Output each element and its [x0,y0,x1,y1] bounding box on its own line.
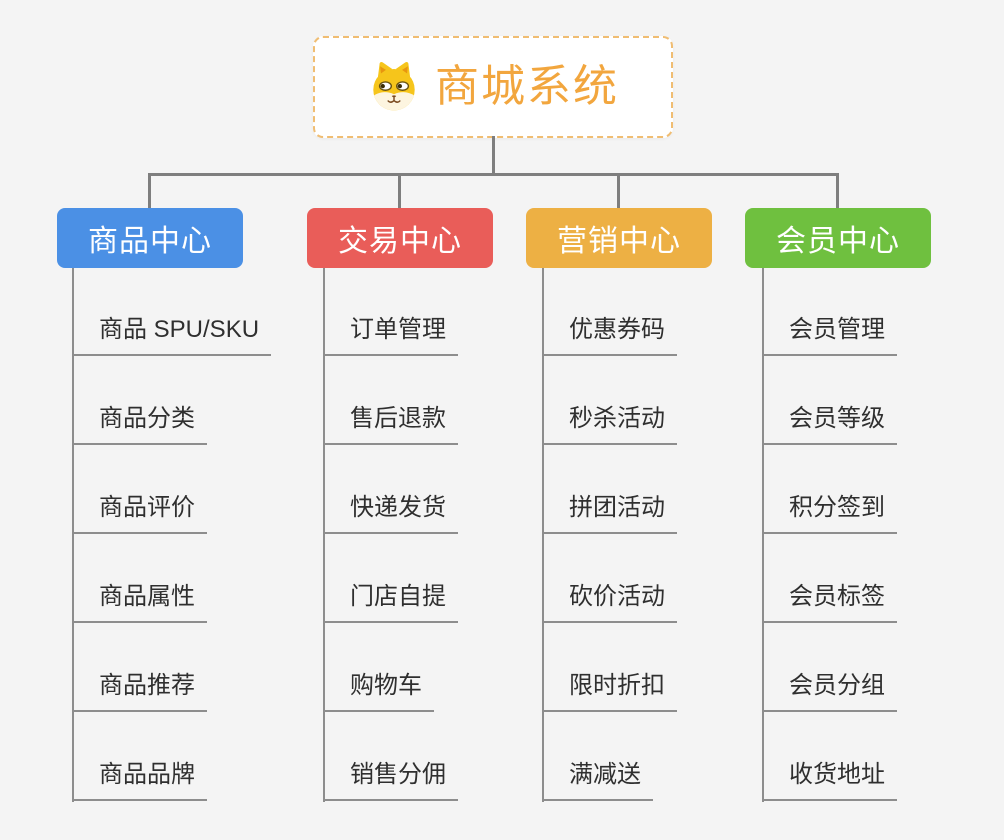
leaf-node[interactable]: 会员等级 [762,404,897,445]
branch-node-member-center[interactable]: 会员中心 [745,208,931,268]
connector-horizontal-bar [148,173,839,176]
connector-drop-product [148,173,151,208]
branch-node-product-center[interactable]: 商品中心 [57,208,243,268]
leaf-node[interactable]: 商品分类 [72,404,207,445]
leaf-node[interactable]: 商品属性 [72,582,207,623]
connector-drop-member [836,173,839,208]
branch-spine-trade [323,268,325,802]
leaf-node[interactable]: 秒杀活动 [542,404,677,445]
leaf-node[interactable]: 积分签到 [762,493,897,534]
leaf-node[interactable]: 售后退款 [323,404,458,445]
leaf-node[interactable]: 订单管理 [323,315,458,356]
branch-spine-member [762,268,764,802]
leaf-node[interactable]: 收货地址 [762,760,897,801]
leaf-node[interactable]: 门店自提 [323,582,458,623]
leaf-node[interactable]: 限时折扣 [542,671,677,712]
branch-node-marketing-center[interactable]: 营销中心 [526,208,712,268]
root-node-mall-system[interactable]: 商城系统 [313,36,673,138]
dog-face-icon [373,61,415,111]
leaf-node[interactable]: 会员管理 [762,315,897,356]
leaf-node[interactable]: 砍价活动 [542,582,677,623]
connector-drop-marketing [617,173,620,208]
branch-node-trade-center[interactable]: 交易中心 [307,208,493,268]
leaf-node[interactable]: 购物车 [323,671,434,712]
connector-drop-trade [398,173,401,208]
branch-spine-marketing [542,268,544,802]
leaf-node[interactable]: 会员标签 [762,582,897,623]
root-title: 商城系统 [435,62,619,111]
leaf-node[interactable]: 商品推荐 [72,671,207,712]
leaf-node[interactable]: 商品品牌 [72,760,207,801]
leaf-node[interactable]: 商品 SPU/SKU [72,315,272,356]
leaf-node[interactable]: 快递发货 [323,493,458,534]
leaf-node[interactable]: 商品评价 [72,493,207,534]
leaf-node[interactable]: 销售分佣 [323,760,458,801]
leaf-node[interactable]: 会员分组 [762,671,897,712]
leaf-node[interactable]: 优惠券码 [542,315,677,356]
leaf-node[interactable]: 满减送 [542,760,653,801]
branch-spine-product [72,268,74,802]
leaf-node[interactable]: 拼团活动 [542,493,677,534]
connector-root-stub [492,136,495,175]
